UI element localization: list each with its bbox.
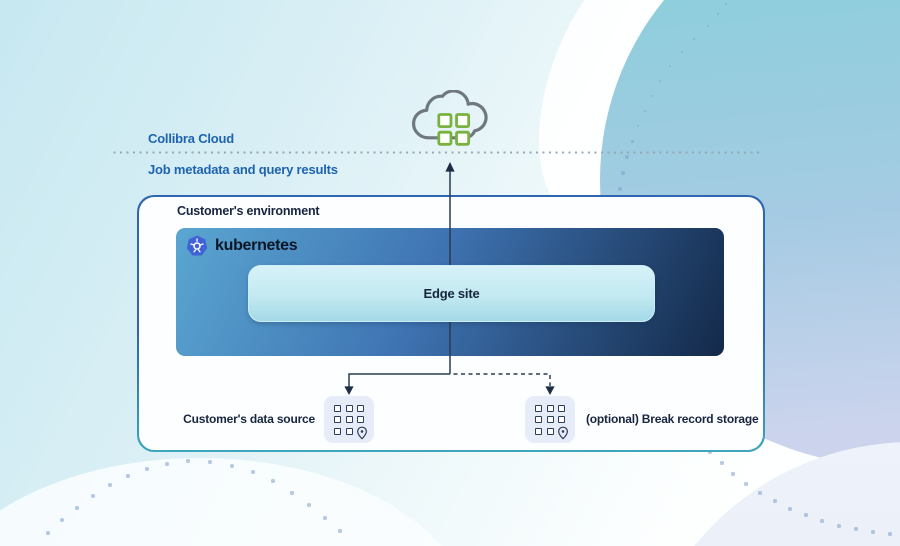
decor-dot	[290, 491, 294, 495]
decor-dot	[650, 94, 654, 98]
edge-site-box: Edge site	[248, 265, 655, 322]
decor-dot	[630, 139, 634, 143]
decor-dot	[820, 519, 824, 523]
location-pin-icon	[558, 426, 568, 439]
break-record-storage-icon	[525, 396, 575, 443]
decor-dot	[773, 499, 777, 503]
decor-dot	[788, 507, 792, 511]
decor-dot	[744, 482, 748, 486]
decor-dot	[643, 109, 647, 113]
job-metadata-label: Job metadata and query results	[148, 162, 338, 177]
decor-dot	[145, 467, 149, 471]
break-record-storage-label: (optional) Break record storage	[586, 412, 759, 426]
decor-dot	[230, 464, 234, 468]
decor-dot	[165, 462, 169, 466]
decor-dot	[108, 483, 112, 487]
decor-dot	[46, 531, 50, 535]
data-source-icon	[324, 396, 374, 443]
decor-dot	[126, 474, 130, 478]
decor-dot	[731, 472, 735, 476]
kubernetes-logo-icon	[186, 235, 208, 256]
decor-dot	[186, 459, 190, 463]
decor-dot	[636, 124, 640, 128]
decor-dot	[75, 506, 79, 510]
decor-dot	[837, 524, 841, 528]
decor-dot	[91, 494, 95, 498]
decor-dot	[668, 64, 672, 68]
decor-dot	[888, 532, 892, 536]
decor-dot	[804, 513, 808, 517]
decor-dot	[625, 155, 629, 159]
kubernetes-header: kubernetes	[176, 228, 724, 257]
decor-dot	[60, 518, 64, 522]
cloud-icon	[412, 90, 488, 146]
decor-dot	[618, 187, 622, 191]
decor-dot	[717, 13, 719, 15]
decor-dot	[271, 479, 275, 483]
location-pin-icon	[357, 426, 367, 439]
cloud-boundary-dotted-divider	[113, 151, 762, 154]
decor-dot	[725, 3, 727, 5]
cloud-green-squares	[437, 113, 471, 146]
decor-dot	[208, 460, 212, 464]
decor-dot	[758, 491, 762, 495]
decor-dot	[323, 516, 327, 520]
decor-dot	[621, 171, 625, 175]
decor-dot	[871, 530, 875, 534]
customer-environment-title: Customer's environment	[177, 204, 320, 218]
decor-dot	[251, 470, 255, 474]
edge-site-label: Edge site	[423, 286, 480, 301]
kubernetes-label: kubernetes	[215, 237, 298, 254]
decor-dot	[720, 461, 724, 465]
customer-data-source-label: Customer's data source	[183, 412, 315, 426]
decor-dot	[338, 529, 342, 533]
decor-dot	[854, 527, 858, 531]
decor-dot	[693, 38, 695, 40]
collibra-cloud-label: Collibra Cloud	[148, 131, 235, 146]
decor-dot	[707, 25, 709, 27]
decor-dot	[680, 50, 683, 53]
decor-dot	[307, 503, 311, 507]
decor-dot	[658, 79, 662, 83]
